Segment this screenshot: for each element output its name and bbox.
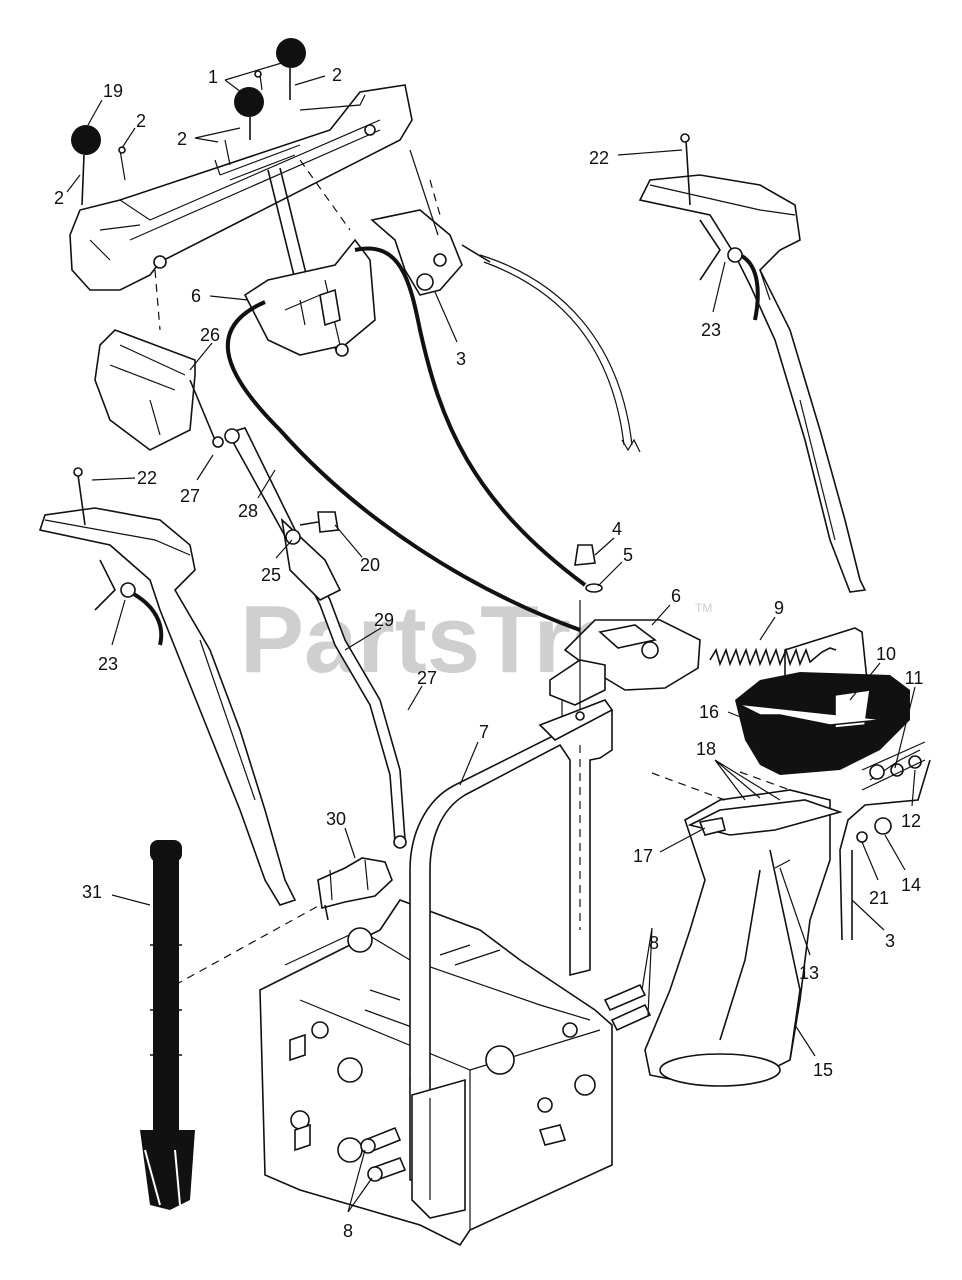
right-handle	[638, 133, 867, 593]
callout-11: 11	[905, 668, 924, 688]
callout-14: 14	[901, 875, 921, 895]
leader-lines	[66, 61, 916, 1213]
callout-23: 23	[701, 320, 721, 340]
callout-31: 31	[82, 882, 102, 902]
chute-rod	[839, 759, 931, 941]
callout-30: 30	[326, 809, 346, 829]
auger-control-bracket	[94, 329, 224, 451]
callout-23: 23	[98, 654, 118, 674]
clip-icon	[317, 857, 393, 921]
callout-1: 1	[208, 67, 218, 87]
chute-deflector	[735, 627, 921, 781]
thin-cable	[479, 254, 633, 446]
callout-2: 2	[177, 129, 187, 149]
callout-21: 21	[869, 888, 889, 908]
callout-25: 25	[261, 565, 281, 585]
callout-2: 2	[54, 188, 64, 208]
callout-26: 26	[200, 325, 220, 345]
callout-6: 6	[671, 586, 681, 606]
chute-control-bracket	[243, 238, 376, 357]
washer-icon	[856, 741, 926, 843]
handle-frame	[409, 699, 614, 1219]
chute-mount	[549, 544, 701, 740]
callout-17: 17	[633, 846, 653, 866]
clean-out-tool	[140, 840, 195, 1210]
chute-cable	[225, 300, 581, 632]
callout-10: 10	[876, 644, 896, 664]
control-lever	[370, 149, 491, 296]
callout-22: 22	[137, 468, 157, 488]
callout-13: 13	[799, 963, 819, 983]
callout-28: 28	[238, 501, 258, 521]
bolt-icon	[285, 511, 339, 545]
callout-3: 3	[456, 349, 466, 369]
callout-5: 5	[623, 545, 633, 565]
callout-7: 7	[479, 722, 489, 742]
callout-2: 2	[136, 111, 146, 131]
callout-20: 20	[360, 555, 380, 575]
watermark-trademark: TM	[695, 601, 712, 615]
discharge-chute	[644, 789, 843, 1087]
callout-9: 9	[774, 598, 784, 618]
callout-2: 2	[332, 65, 342, 85]
bolt-icon	[360, 983, 652, 1182]
callout-19: 19	[103, 81, 123, 101]
callout-22: 22	[589, 148, 609, 168]
callout-15: 15	[813, 1060, 833, 1080]
callout-3: 3	[885, 931, 895, 951]
hardware-icon	[118, 70, 263, 181]
callout-27: 27	[417, 668, 437, 688]
callout-16: 16	[699, 702, 719, 722]
left-handle	[38, 467, 297, 906]
callout-4: 4	[612, 519, 622, 539]
callout-29: 29	[374, 610, 394, 630]
dash-panel	[69, 84, 413, 291]
callout-27: 27	[180, 486, 200, 506]
callout-8: 8	[649, 933, 659, 953]
callout-6: 6	[191, 286, 201, 306]
callout-18: 18	[696, 739, 716, 759]
callout-8: 8	[343, 1221, 353, 1241]
callout-12: 12	[901, 811, 921, 831]
spring-icon	[709, 647, 837, 667]
knob-icon	[71, 38, 306, 206]
